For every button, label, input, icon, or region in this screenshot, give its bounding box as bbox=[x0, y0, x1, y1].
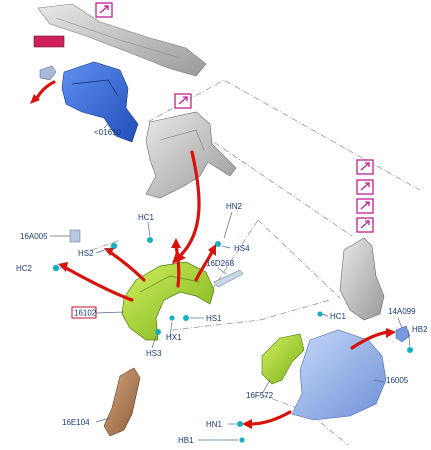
label-16E104: 16E104 bbox=[62, 418, 90, 427]
small-clip-part[interactable] bbox=[39, 65, 57, 81]
right-gray-bracket[interactable] bbox=[339, 237, 385, 321]
part-16005-fender[interactable] bbox=[291, 329, 387, 421]
part-16102-wheelhouse-liner[interactable] bbox=[121, 261, 215, 341]
label-hs2: HS2 bbox=[78, 249, 94, 258]
label-16102: 16102 bbox=[74, 309, 97, 318]
label-01610: <01610 bbox=[94, 128, 121, 137]
part-16F572-liner[interactable] bbox=[261, 333, 305, 385]
part-01610-blue-bracket[interactable] bbox=[61, 61, 139, 143]
label-hs1: HS1 bbox=[206, 314, 222, 323]
label-hn2: HN2 bbox=[226, 202, 243, 211]
label-hx1: HX1 bbox=[166, 333, 182, 342]
label-hn1: HN1 bbox=[206, 420, 223, 429]
label-hc2: HC2 bbox=[16, 264, 33, 273]
label-hs4: HS4 bbox=[234, 244, 250, 253]
label-hb2: HB2 bbox=[412, 325, 428, 334]
link-callout-icon[interactable] bbox=[356, 198, 374, 214]
label-hc1-upper: HC1 bbox=[138, 213, 155, 222]
part-16A005-clip[interactable] bbox=[69, 229, 81, 243]
gray-strut-part[interactable] bbox=[145, 111, 237, 199]
callout-box-16102 bbox=[71, 306, 97, 319]
link-callout-icon[interactable] bbox=[95, 2, 113, 18]
label-16A005: 16A005 bbox=[20, 232, 48, 241]
part-16D268-strip[interactable] bbox=[213, 269, 244, 288]
highlighted-part-label[interactable] bbox=[33, 35, 65, 48]
link-callout-icon[interactable] bbox=[356, 159, 374, 175]
part-14A099[interactable] bbox=[395, 325, 411, 343]
label-16F572: 16F572 bbox=[246, 391, 274, 400]
label-hc1-lower: HC1 bbox=[330, 312, 347, 321]
label-14A099: 14A099 bbox=[388, 307, 416, 316]
label-hs3: HS3 bbox=[146, 349, 162, 358]
link-callout-icon[interactable] bbox=[356, 217, 374, 233]
link-callout-icon[interactable] bbox=[174, 93, 192, 109]
part-16E104-bracket[interactable] bbox=[103, 367, 141, 437]
cowl-top-panel[interactable] bbox=[37, 3, 207, 77]
label-16D268: 16D268 bbox=[206, 259, 235, 268]
assembly-arrows bbox=[30, 80, 396, 429]
link-callout-icon[interactable] bbox=[356, 179, 374, 195]
label-16005: 16005 bbox=[386, 376, 409, 385]
label-hb1: HB1 bbox=[178, 436, 194, 445]
leader-lines bbox=[50, 123, 411, 441]
fasteners bbox=[52, 237, 413, 443]
